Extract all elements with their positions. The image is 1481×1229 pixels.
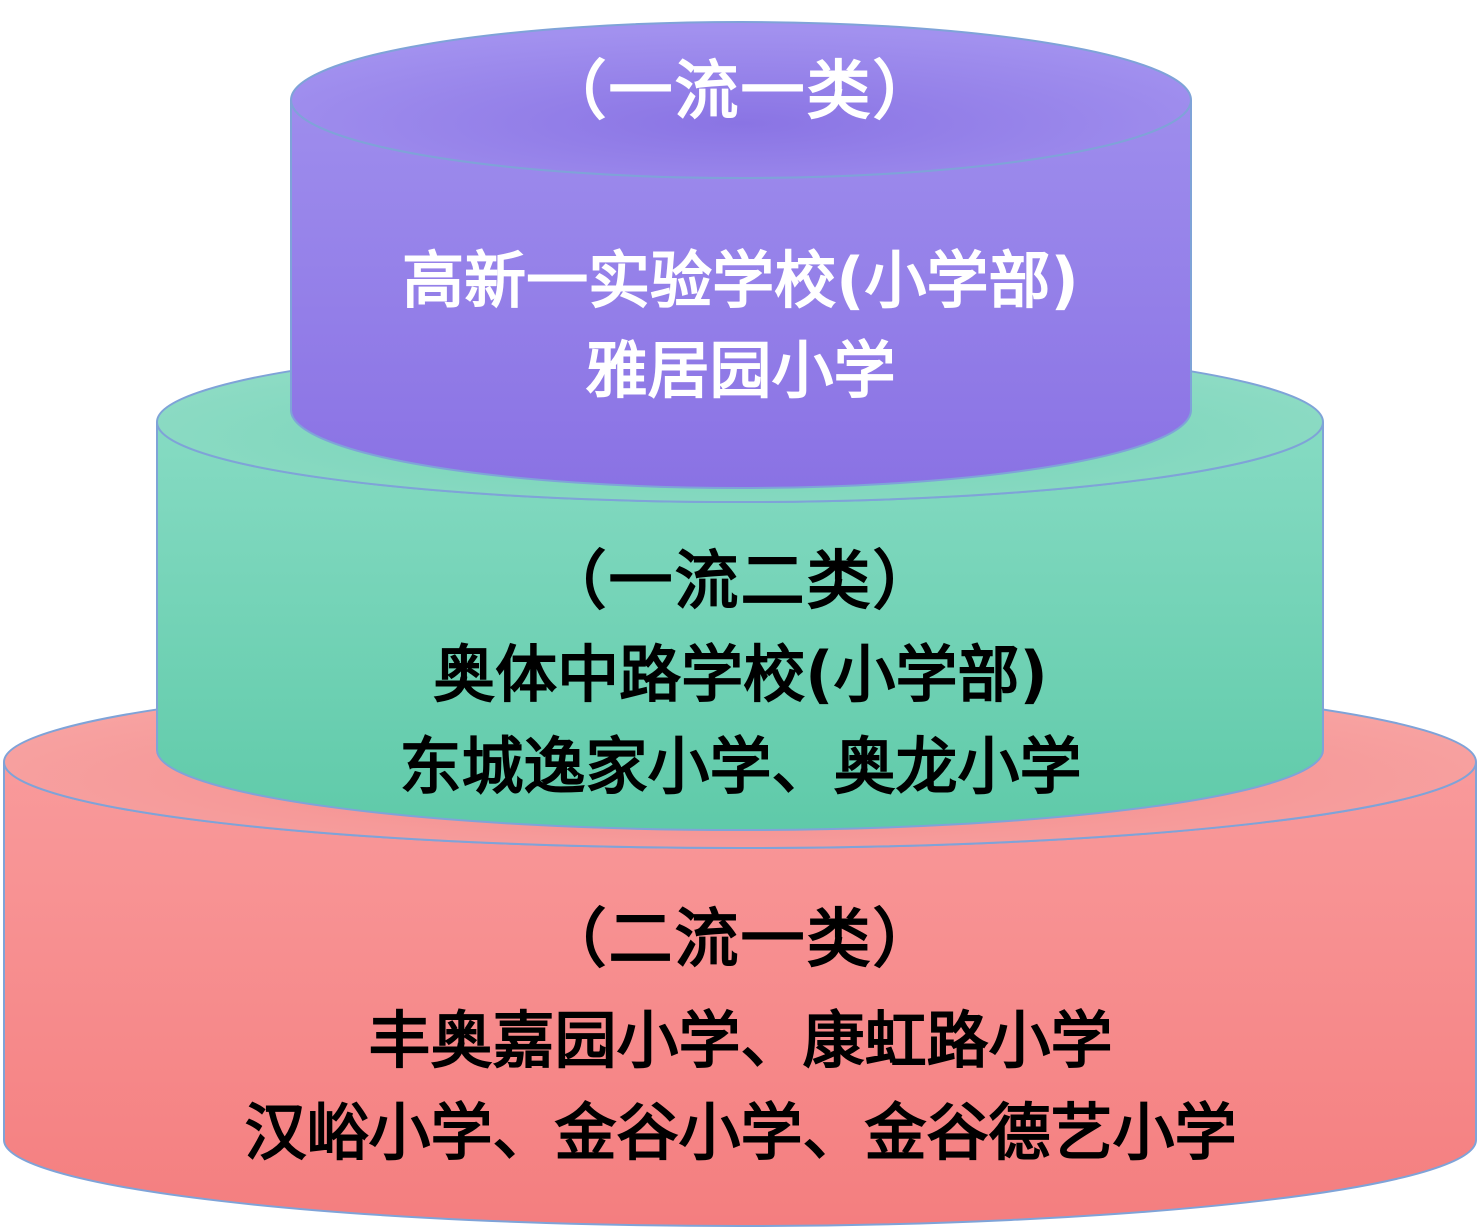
tier-top-school-line-1: 高新一实验学校(小学部): [402, 244, 1079, 317]
tier-middle-text-block: （一流二类） 奥体中路学校(小学部) 东城逸家小学、奥龙小学: [0, 550, 1481, 798]
tier-bottom-school-line-1: 丰奥嘉园小学、康虹路小学: [368, 1004, 1113, 1077]
tier-middle-title: （一流二类）: [542, 545, 939, 619]
tier-middle-school-line-2: 东城逸家小学、奥龙小学: [399, 730, 1082, 803]
tier-bottom-text-block: （二流一类） 丰奥嘉园小学、康虹路小学 汉峪小学、金谷小学、金谷德艺小学: [0, 908, 1481, 1164]
tier-top-school-line-2: 雅居园小学: [585, 334, 896, 407]
tier-middle-school-line-1: 奥体中路学校(小学部): [433, 638, 1048, 711]
tier-top-top-face: [290, 21, 1192, 179]
tier-top-shape: [290, 21, 1192, 489]
tier-bottom-school-line-2: 汉峪小学、金谷小学、金谷德艺小学: [244, 1096, 1237, 1169]
tier-top-title: （一流一类）: [542, 55, 939, 129]
tier-bottom-title: （二流一类）: [542, 903, 939, 977]
tier-top-title-block: （一流一类）: [0, 60, 1481, 124]
tier-top-schools: 高新一实验学校(小学部) 雅居园小学: [0, 250, 1481, 402]
